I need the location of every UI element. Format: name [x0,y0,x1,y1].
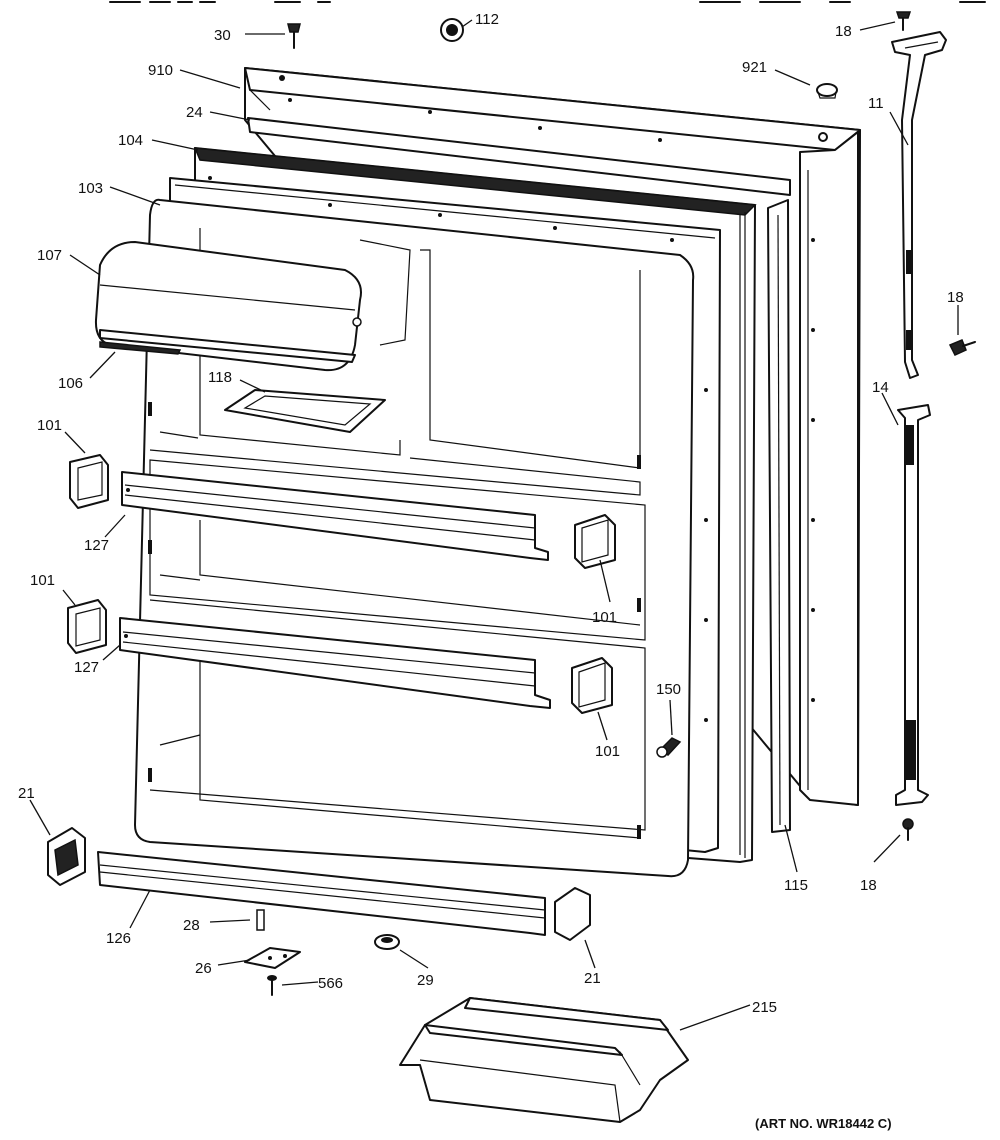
callout-107: 107 [37,247,62,264]
callout-127-upper: 127 [84,537,109,554]
art-number: (ART NO. WR18442 C) [755,1116,892,1131]
shelf-rail-upper [121,471,549,561]
butter-tray [224,389,386,433]
bottom-end-cap-right [554,887,591,941]
rail-end-cap-left-upper [69,454,109,509]
bottom-end-cap-left [47,827,86,886]
plug-921 [816,83,838,99]
callout-150: 150 [656,681,681,698]
callout-127-lower: 127 [74,659,99,676]
callout-21-left: 21 [18,785,35,802]
callout-21-right: 21 [584,970,601,987]
rail-end-cap-left-lower [67,599,107,654]
shelf-rail-lower [119,617,551,709]
callout-28: 28 [183,917,200,934]
rail-end-cap-right-upper [574,514,616,569]
callout-103: 103 [78,180,103,197]
bottom-rail [97,851,546,936]
door-handle-upper [891,31,947,379]
hinge-plate-26 [244,947,301,969]
callout-18-top: 18 [835,23,852,40]
door-handle-lower [895,404,931,806]
screw-18-bottom [902,818,914,841]
callout-18-bottom: 18 [860,877,877,894]
cap-112 [440,18,464,42]
callout-126: 126 [106,930,131,947]
callout-11: 11 [868,95,884,112]
screw-18-top [895,11,912,31]
callout-14: 14 [872,379,889,396]
callout-106: 106 [58,375,83,392]
callout-24: 24 [186,104,203,121]
gasket-strip [247,117,791,196]
callout-118: 118 [208,369,232,386]
callout-215: 215 [752,999,777,1016]
callout-101-lower-left: 101 [30,572,55,589]
pin-28 [256,909,265,931]
dairy-door-hinge [99,341,182,355]
callout-112: 112 [475,11,499,28]
vertical-trim-strip [767,199,791,833]
bushing-29 [374,934,400,950]
dairy-compartment-door [94,239,411,372]
callout-104: 104 [118,132,143,149]
callout-labels: 30 112 18 910 921 24 11 104 103 107 18 1… [18,11,964,1016]
leader-lines [29,19,959,1031]
callout-921: 921 [742,59,767,76]
callout-910: 910 [148,62,173,79]
callout-101-lower-right: 101 [595,743,620,760]
screw-30 [287,23,301,49]
screw-566 [267,975,277,996]
door-bin-215 [399,997,689,1123]
callout-18-mid: 18 [947,289,964,306]
callout-115: 115 [784,877,808,894]
screw-18-mid [948,339,976,356]
screw-150 [656,737,682,758]
callout-101-upper-left: 101 [37,417,62,434]
rail-end-cap-right-lower [571,657,613,714]
callout-566: 566 [318,975,343,992]
callout-26: 26 [195,960,212,977]
callout-29: 29 [417,972,434,989]
callout-30: 30 [214,27,231,44]
callout-101-upper-right: 101 [592,609,617,626]
